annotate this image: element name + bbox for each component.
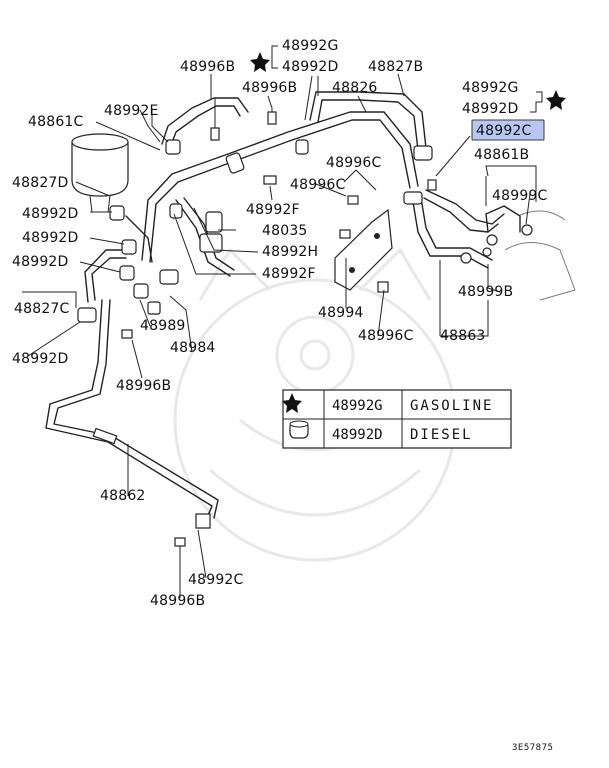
pipe-48861B — [423, 189, 521, 233]
label-48863: 48863 — [440, 328, 486, 344]
label-48999C: 48999C — [492, 188, 548, 204]
label-48035: 48035 — [262, 223, 308, 239]
label-48992C-bottom: 48992C — [188, 572, 244, 588]
bracket-48994-part — [334, 208, 393, 291]
label-48996C-3: 48996C — [358, 328, 414, 344]
label-48861C: 48861C — [28, 114, 84, 130]
pump-body-part — [504, 210, 576, 301]
plug-icon — [289, 420, 309, 439]
label-48992D-top: 48992D — [282, 59, 339, 75]
label-48827C: 48827C — [14, 301, 70, 317]
label-48992F-1: 48992F — [246, 202, 300, 218]
label-48862: 48862 — [100, 488, 146, 504]
label-48996C-1: 48996C — [326, 155, 382, 171]
diagram-code: 3E57875 — [512, 743, 553, 753]
legend-type-gasoline: GASOLINE — [410, 398, 493, 414]
label-48996B-top: 48996B — [180, 59, 235, 75]
label-48827B: 48827B — [368, 59, 423, 75]
label-48996B-mid: 48996B — [242, 80, 297, 96]
legend-type-diesel: DIESEL — [410, 427, 473, 443]
legend-part-diesel: 48992D — [332, 427, 383, 443]
reservoir-part — [71, 133, 129, 213]
label-48992D-l4: 48992D — [12, 351, 69, 367]
bolts — [121, 98, 437, 547]
label-48996C-2: 48996C — [290, 177, 346, 193]
label-48827D: 48827D — [12, 175, 69, 191]
label-48996B-low: 48996B — [116, 378, 171, 394]
legend-table: 48992G GASOLINE 48992D DIESEL — [282, 389, 512, 449]
label-48992D-l3: 48992D — [12, 254, 69, 270]
label-48989: 48989 — [140, 318, 186, 334]
star-icon — [282, 393, 302, 413]
star-markers — [250, 52, 566, 110]
pipe-48863 — [411, 191, 493, 269]
label-48992C-highlight: 48992C — [476, 123, 532, 139]
highlight-box-48992C — [471, 119, 545, 141]
hose-48827C — [84, 249, 127, 303]
pipe-48861C — [141, 111, 419, 263]
legend-part-gasoline: 48992G — [332, 398, 383, 414]
leader-lines — [22, 45, 543, 598]
label-48994: 48994 — [318, 305, 364, 321]
label-48996B-bottom: 48996B — [150, 593, 205, 609]
label-48992H: 48992H — [262, 244, 318, 260]
part-labels: 48992G 48996B 48992D 48827B 48996B 48826… — [12, 38, 548, 609]
label-48984: 48984 — [170, 340, 216, 356]
pipe-48862 — [45, 299, 219, 529]
label-48992E: 48992E — [104, 103, 159, 119]
label-48826: 48826 — [332, 80, 378, 96]
label-48992D-l1: 48992D — [22, 206, 79, 222]
label-48992D-l2: 48992D — [22, 230, 79, 246]
label-48999B: 48999B — [458, 284, 513, 300]
hose-48827B — [309, 91, 427, 151]
label-48992F-2: 48992F — [262, 266, 316, 282]
star-icon — [546, 90, 566, 110]
label-48861B: 48861B — [474, 147, 529, 163]
label-48992G-top: 48992G — [282, 38, 339, 54]
label-48992G-right: 48992G — [462, 80, 519, 96]
star-icon — [250, 52, 270, 72]
label-48992D-right: 48992D — [462, 101, 519, 117]
hose-48827D — [125, 97, 249, 263]
